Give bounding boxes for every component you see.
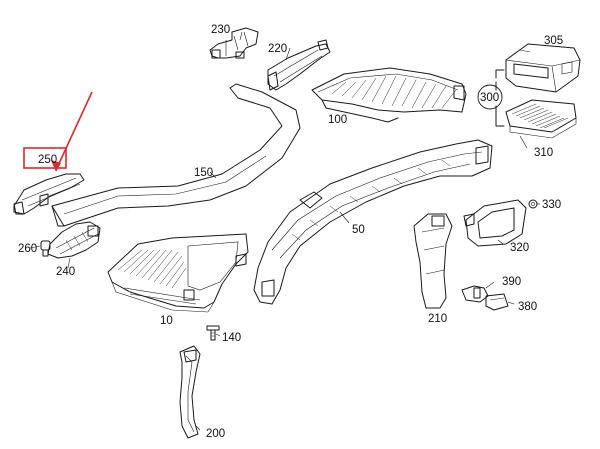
highlight-arrow-head [51, 160, 61, 172]
part-250-bracket [13, 173, 85, 215]
label-230: 230 [211, 24, 230, 36]
part-240-bracket [47, 221, 101, 259]
label-100: 100 [328, 114, 347, 126]
part-210-duct [413, 213, 453, 309]
part-390-clamp [461, 285, 489, 303]
label-140: 140 [222, 332, 241, 344]
highlight-box [23, 147, 67, 169]
label-250: 250 [38, 154, 57, 166]
label-50: 50 [352, 224, 365, 236]
part-100-cover [311, 67, 467, 123]
leader-lines [29, 31, 540, 431]
label-210: 210 [428, 313, 447, 325]
part-220-bracket [267, 39, 331, 91]
part-260-clip [40, 240, 51, 257]
label-390: 390 [502, 276, 521, 288]
part-10-panel [107, 233, 249, 313]
part-305-filter-housing [505, 43, 581, 93]
label-10: 10 [160, 315, 173, 327]
label-240: 240 [56, 266, 75, 278]
part-330-nut [528, 199, 538, 209]
part-140-screw [206, 325, 220, 341]
label-150: 150 [194, 167, 213, 179]
part-230-bracket [209, 27, 259, 59]
label-380: 380 [518, 301, 537, 313]
label-300: 300 [480, 92, 499, 104]
part-200-duct [179, 345, 201, 439]
label-220: 220 [268, 43, 287, 55]
part-380-clip [485, 293, 509, 311]
label-310: 310 [534, 147, 553, 159]
label-300-ring [477, 84, 503, 110]
label-260: 260 [18, 243, 37, 255]
part-labels: 230 220 305 300 100 310 250 150 330 50 3… [18, 24, 563, 440]
part-150-duct [51, 83, 301, 227]
label-200: 200 [206, 428, 225, 440]
part-50-trough [253, 139, 493, 305]
part-310-filter-element [505, 99, 577, 139]
label-305: 305 [544, 35, 563, 47]
label-330: 330 [542, 199, 561, 211]
highlight-marker [23, 91, 93, 172]
label-320: 320 [510, 242, 529, 254]
part-320-frame [463, 199, 527, 247]
part-300-bracket-lines [495, 69, 505, 127]
highlight-arrow-shaft [55, 91, 93, 171]
